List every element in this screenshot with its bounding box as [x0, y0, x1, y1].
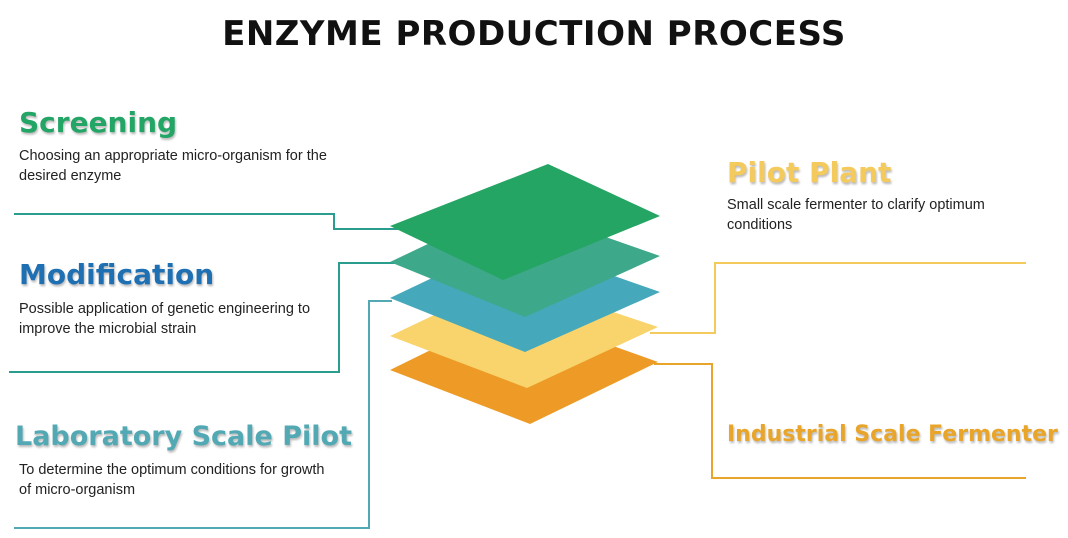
stage-heading-screening: Screening: [19, 106, 178, 139]
connector-lab: [14, 300, 392, 529]
stage-description-modification: Possible application of genetic engineer…: [19, 301, 311, 337]
stage-description-pilot: Small scale fermenter to clarify optimum…: [727, 197, 985, 233]
stage-heading-industrial: Industrial Scale Fermenter: [727, 422, 1058, 447]
layer-screening: [390, 164, 660, 280]
stage-heading-modification: Modification: [19, 258, 215, 291]
connector-industrial: [654, 363, 1026, 479]
stage-heading-lab: Laboratory Scale Pilot: [15, 421, 352, 452]
connector-pilot: [650, 262, 1026, 334]
page-title: ENZYME PRODUCTION PROCESS: [222, 14, 846, 54]
stage-description-lab: To determine the optimum conditions for …: [19, 462, 325, 498]
connector-modification: [9, 262, 397, 373]
stage-description-screening: Choosing an appropriate micro-organism f…: [19, 148, 327, 184]
stage-heading-pilot: Pilot Plant: [727, 156, 892, 189]
connector-screening: [14, 213, 398, 230]
